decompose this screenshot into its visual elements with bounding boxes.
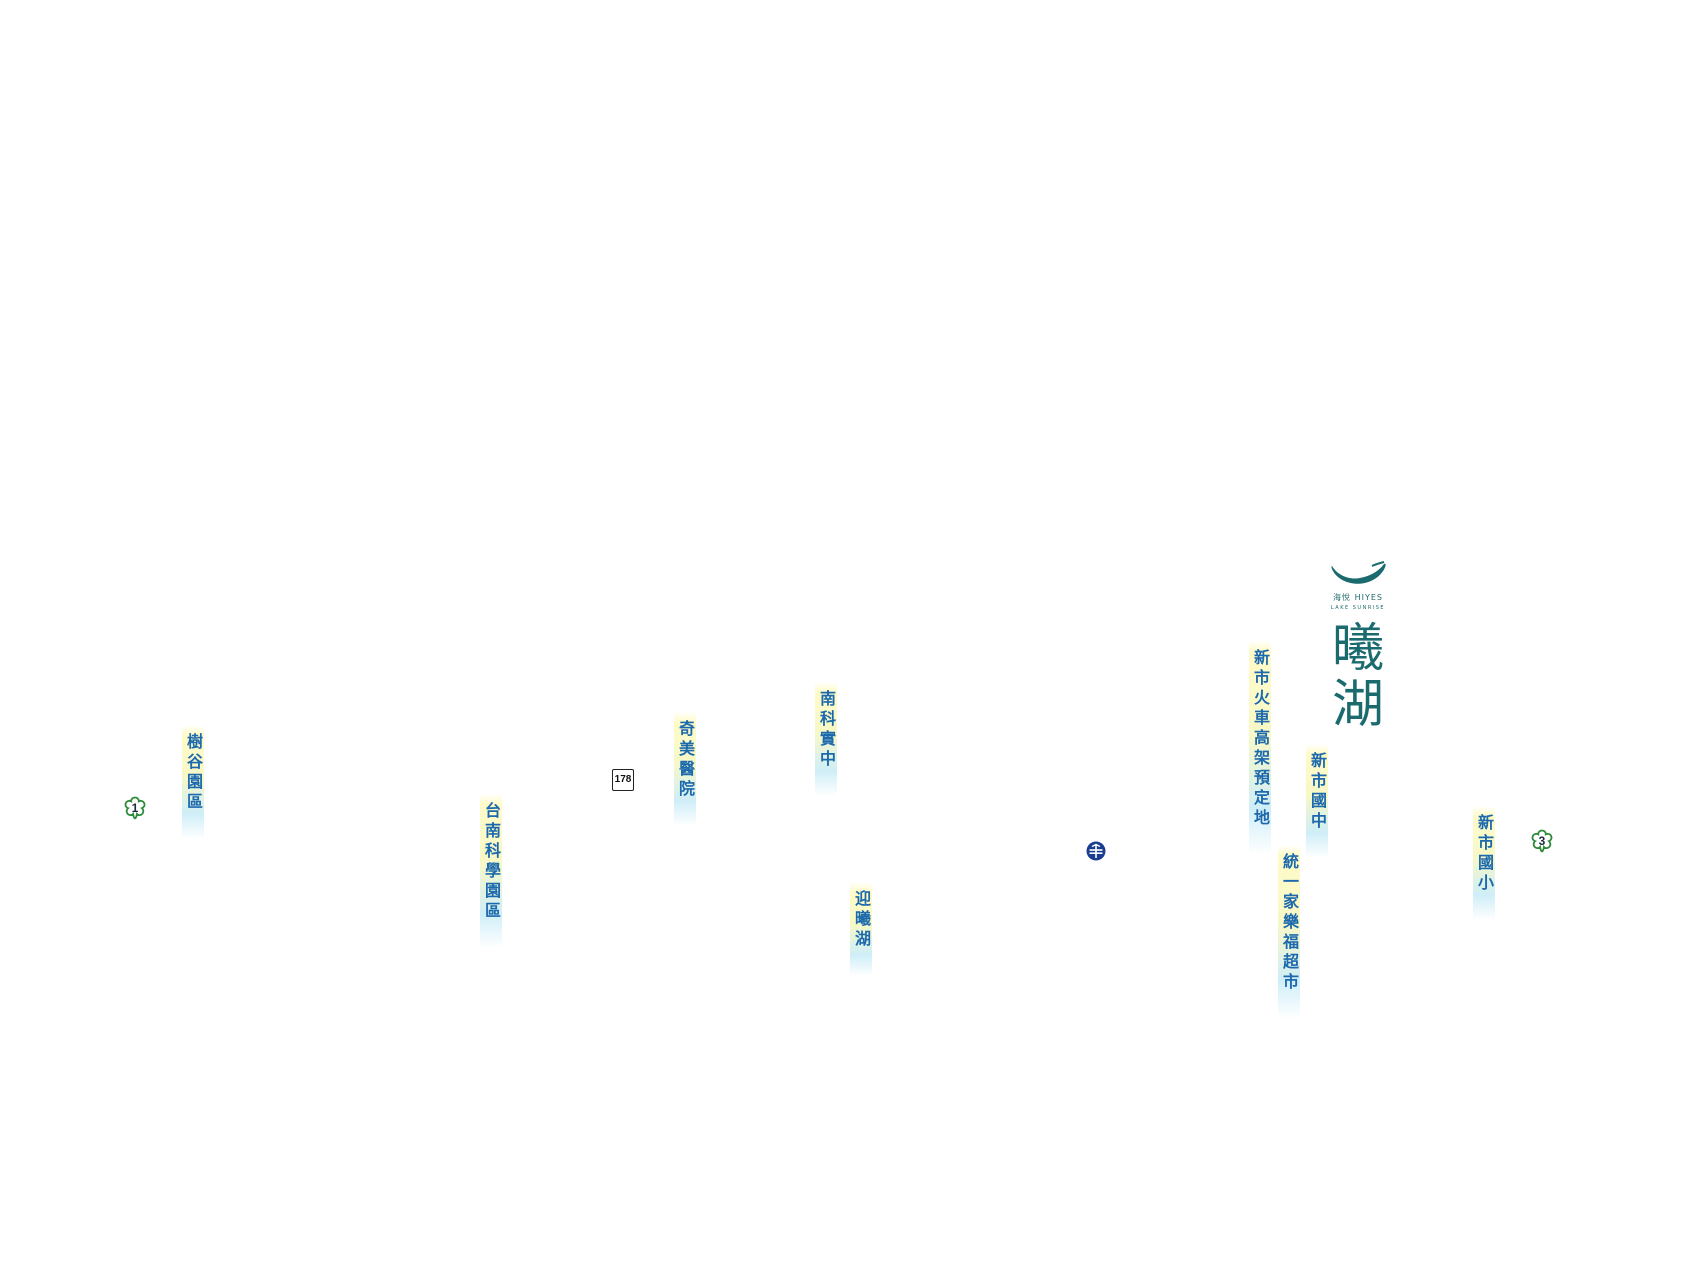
label-xinshi-elementary: 新市國小 [1473, 806, 1495, 920]
label-nanke-high-school: 南科實中 [815, 682, 837, 796]
flower-shield-icon [124, 796, 146, 820]
label-text: 奇美醫院 [676, 720, 695, 800]
label-text: 樹谷園區 [184, 733, 203, 813]
route-3-shield: 3 [1529, 828, 1555, 854]
label-text: 新市國中 [1308, 752, 1327, 832]
route-3-number: 3 [1538, 834, 1546, 848]
logo-brushstroke-icon [1331, 561, 1386, 584]
flower-shield-icon [1531, 829, 1553, 853]
route-1-number: 1 [131, 801, 139, 815]
label-text: 迎曦湖 [852, 890, 871, 950]
label-chimei-hospital: 奇美醫院 [674, 712, 696, 826]
route-1-shield: 1 [122, 795, 148, 821]
label-text: 南科實中 [817, 690, 836, 770]
logo-title-char-2: 湖 [1331, 675, 1384, 735]
label-shugu-park: 樹谷園區 [182, 725, 204, 839]
label-yingxi-lake: 迎曦湖 [850, 882, 872, 976]
logo-brand-line: 海悅 HIYES [1333, 593, 1383, 602]
label-text: 統一家樂福超市 [1280, 853, 1299, 993]
logo-title-char-1: 曦 [1331, 619, 1384, 679]
label-xinshi-junior-high: 新市國中 [1306, 744, 1328, 858]
logo-tagline: LAKE SUNRISE [1330, 605, 1386, 611]
label-text: 台南科學園區 [482, 802, 501, 922]
brand-logo: 海悅 HIYES LAKE SUNRISE 曦 湖 [1328, 560, 1388, 733]
label-text: 新市火車高架預定地 [1251, 649, 1270, 829]
label-uni-supermarket: 統一家樂福超市 [1278, 845, 1300, 1019]
label-text: 新市國小 [1475, 814, 1494, 894]
label-tainan-science-park: 台南科學園區 [480, 794, 502, 948]
label-xinshi-rail-site: 新市火車高架預定地 [1249, 641, 1271, 855]
road-178-marker: 178 [612, 769, 634, 791]
railway-icon [1085, 840, 1107, 862]
